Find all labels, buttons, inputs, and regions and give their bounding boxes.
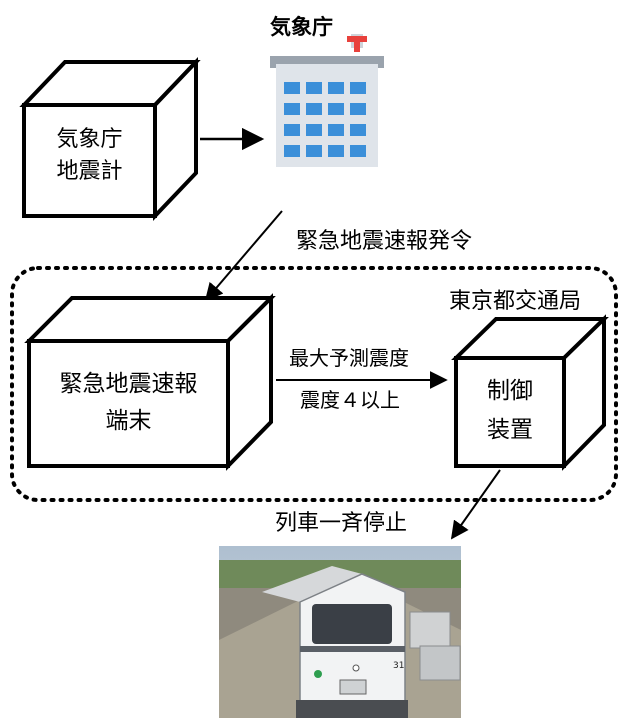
jma-box-line1: 気象庁 [56,127,123,152]
jma-title: 気象庁 [270,15,333,39]
jma-box-label: 気象庁 地震計 [24,124,155,188]
issue-label: 緊急地震速報発令 [296,229,473,254]
eew-terminal-box [24,293,276,471]
jma-box-line2: 地震計 [56,158,123,184]
terminal-line2: 端末 [105,407,152,434]
bureau-boundary [10,266,618,502]
office-building-icon [270,34,384,167]
arrow-control-to-train [450,469,501,540]
arrow-jma-to-terminal [204,210,283,302]
control-device-box [451,314,609,471]
terminal-line1: 緊急地震速報 [59,371,198,397]
jma-seismometer-box [19,57,201,221]
control-box-line1: 制御 [487,378,533,404]
train-photo: 31 [219,546,461,718]
condition-line2: 震度４以上 [300,388,400,412]
condition-line1: 最大予測震度 [289,346,409,370]
control-box-label: 制御 装置 [456,372,564,450]
stop-label: 列車一斉停止 [275,511,408,536]
bureau-title: 東京都交通局 [449,289,582,314]
control-box-line2: 装置 [487,417,533,444]
terminal-label: 緊急地震速報 端末 [29,366,228,440]
train-car-number: 31 [393,661,404,671]
